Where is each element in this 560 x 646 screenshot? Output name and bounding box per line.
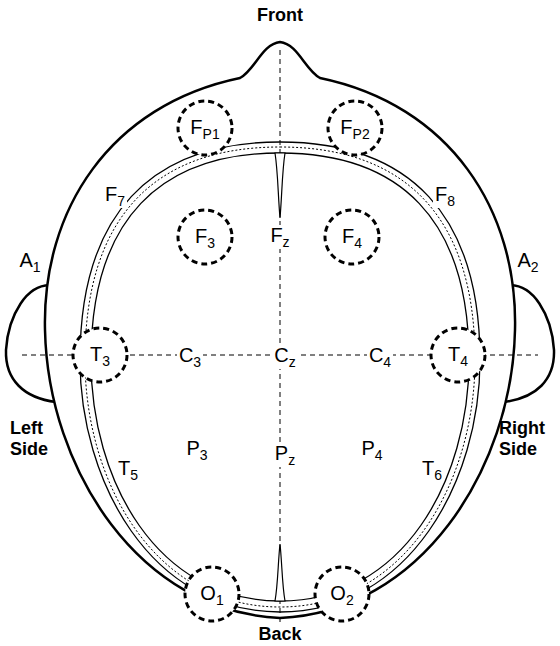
electrode-index: P1	[203, 126, 220, 142]
electrode-index: 1	[33, 259, 41, 275]
fissure-back	[275, 544, 285, 601]
electrode-index: P2	[353, 126, 370, 142]
electrode-circle: O1	[183, 565, 241, 623]
electrode-index: 8	[447, 193, 455, 209]
electrode-circle: FP1	[176, 99, 234, 157]
electrode-label: A2	[515, 250, 540, 274]
electrode-label: F3	[195, 226, 215, 250]
electrode-label: FP2	[340, 117, 369, 141]
electrode-index: 4	[354, 235, 362, 251]
electrode-label: T6	[420, 458, 444, 482]
electrode-index: z	[288, 452, 295, 468]
electrode-label: F7	[103, 184, 127, 208]
electrode-index: 2	[531, 259, 539, 275]
electrode-letter: P	[186, 437, 199, 459]
electrode-letter: F	[195, 225, 207, 247]
electrode-label: P3	[184, 438, 209, 462]
electrode-label: T4	[448, 344, 468, 368]
electrode-letter: F	[340, 116, 352, 138]
electrode-letter: F	[190, 116, 202, 138]
electrode-letter: F	[435, 183, 447, 205]
electrode-letter: A	[19, 249, 32, 271]
electrode-circle: FP2	[326, 99, 384, 157]
electrode-label: O2	[330, 583, 353, 607]
electrode-index: 3	[102, 353, 110, 369]
direction-label: Front	[255, 6, 305, 24]
electrode-letter: O	[200, 582, 216, 604]
electrode-letter: T	[90, 343, 102, 365]
electrode-circle: F4	[323, 208, 381, 266]
electrode-letter: C	[369, 344, 383, 366]
electrode-index: 4	[383, 354, 391, 370]
electrode-label: A1	[17, 250, 42, 274]
brain-outline	[91, 153, 469, 601]
electrode-label: Cz	[272, 345, 297, 369]
electrode-letter: T	[422, 457, 434, 479]
electrode-index: 3	[193, 354, 201, 370]
electrode-index: 4	[375, 447, 383, 463]
electrode-label: F8	[433, 184, 457, 208]
electrode-label: T3	[90, 344, 110, 368]
electrode-letter: T	[118, 457, 130, 479]
electrode-circle: T4	[429, 326, 487, 384]
midline	[280, 50, 281, 622]
electrode-label: P4	[359, 438, 384, 462]
electrode-index: 6	[434, 467, 442, 483]
electrode-index: 2	[346, 592, 354, 608]
electrode-index: z	[289, 354, 296, 370]
electrode-index: 1	[216, 592, 224, 608]
electrode-letter: A	[517, 249, 530, 271]
electrode-label: Fz	[268, 225, 291, 249]
electrode-label: FP1	[190, 117, 219, 141]
electrode-index: z	[283, 234, 290, 250]
electrode-letter: P	[361, 437, 374, 459]
electrode-index: 5	[130, 467, 138, 483]
electrode-index: 4	[460, 353, 468, 369]
electrode-label: Pz	[273, 443, 297, 467]
electrode-label: O1	[200, 583, 223, 607]
electrode-label: C4	[367, 345, 393, 369]
direction-label: Left Side	[8, 418, 68, 459]
electrode-letter: C	[274, 344, 288, 366]
electrode-letter: P	[275, 442, 288, 464]
electrode-circle: T3	[71, 326, 129, 384]
electrode-letter: O	[330, 582, 346, 604]
electrode-letter: C	[179, 344, 193, 366]
electrode-letter: F	[105, 183, 117, 205]
electrode-label: T5	[116, 458, 140, 482]
electrode-label: F4	[342, 226, 362, 250]
electrode-circle: F3	[176, 208, 234, 266]
electrode-index: 3	[200, 447, 208, 463]
electrode-letter: F	[342, 225, 354, 247]
fissure-front	[275, 153, 285, 218]
skull-outer	[80, 142, 480, 612]
electrode-letter: F	[270, 224, 282, 246]
electrode-letter: T	[448, 343, 460, 365]
electrode-index: 7	[117, 193, 125, 209]
electrode-label: C3	[177, 345, 203, 369]
electrode-index: 3	[207, 235, 215, 251]
direction-label: Right Side	[497, 418, 557, 459]
skull-dotted	[85, 147, 475, 607]
electrode-circle: O2	[313, 565, 371, 623]
direction-label: Back	[256, 625, 303, 643]
